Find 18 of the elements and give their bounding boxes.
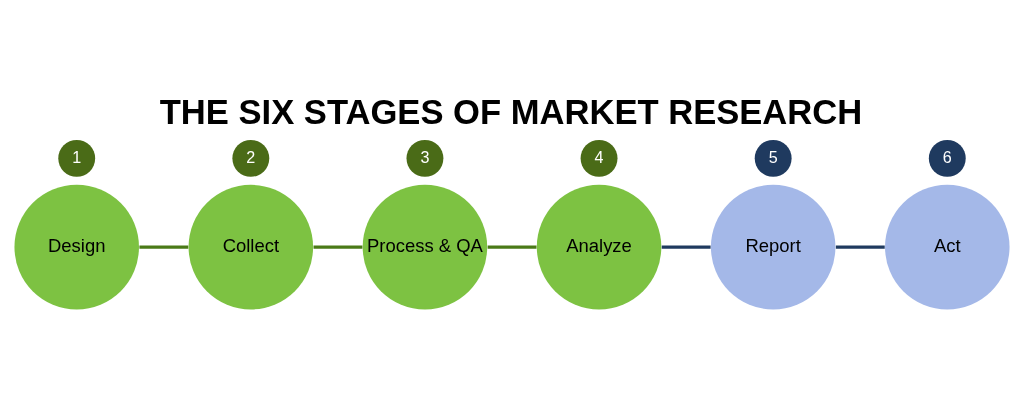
node-circle: Process & QA	[362, 184, 488, 310]
node-circle: Report	[710, 184, 836, 310]
node-circle: Analyze	[536, 184, 662, 310]
connector	[835, 245, 885, 249]
diagram-title: THE SIX STAGES OF MARKET RESEARCH	[159, 92, 863, 131]
node-circle: 6	[928, 139, 966, 177]
connector	[139, 245, 189, 249]
node-circle: 4	[580, 139, 618, 177]
node-circle: Act	[885, 184, 1010, 310]
connector	[661, 245, 711, 249]
node-circle: 3	[406, 139, 444, 177]
node-circle: 2	[232, 139, 270, 177]
node-circle: 1	[58, 139, 96, 177]
connector	[313, 245, 363, 249]
node-circle: Design	[14, 184, 139, 310]
node-circle: 5	[754, 139, 792, 177]
node-circle: Collect	[188, 184, 314, 310]
connector	[487, 245, 537, 249]
